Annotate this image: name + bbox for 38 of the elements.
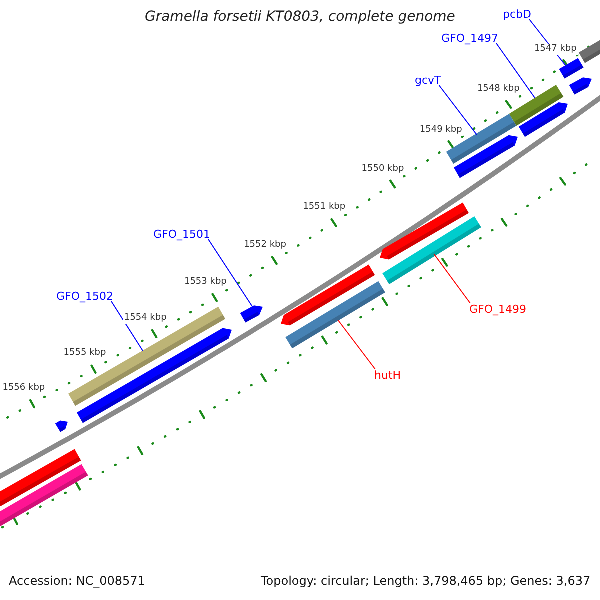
leader-line [434, 254, 471, 304]
gene-feature [281, 264, 376, 326]
gene-feature [286, 281, 386, 349]
gene-label: GFO_1501 [154, 228, 211, 240]
gene-label: gcvT [415, 74, 442, 86]
scale-label: 1553 kbp [183, 276, 228, 288]
gene-feature [569, 78, 592, 95]
leader-line [338, 320, 376, 370]
scale-label: 1555 kbp [62, 348, 108, 360]
footer-text: Topology: circular; Length: 3,798,465 bp; Genes: 3,637 [261, 575, 591, 587]
gene-label: GFO_1497 [442, 32, 499, 44]
scale-label: 1548 kbp [476, 84, 521, 96]
gene-feature [578, 40, 600, 64]
gene-feature [446, 114, 517, 164]
gene-label: pcbD [503, 8, 532, 20]
scale-label: 1552 kbp [243, 240, 288, 251]
gene-label: GFO_1502 [56, 290, 114, 302]
gene-feature [55, 420, 68, 432]
gene-feature [518, 102, 568, 138]
leader-line [438, 85, 478, 136]
gene-feature [380, 202, 469, 260]
gene-label: hutH [374, 370, 402, 380]
gene-feature [382, 216, 482, 284]
leader-line [496, 43, 536, 98]
scale-label: 1550 kbp [360, 164, 406, 175]
title: Gramella forsetii KT0803, complete genome [145, 10, 456, 24]
leader-line [111, 301, 144, 352]
scale-label: 1547 kbp [533, 44, 578, 55]
scale-label: 1556 kbp [2, 382, 46, 394]
scale-label: 1549 kbp [418, 124, 464, 136]
leader-line [208, 239, 254, 310]
footer-text: Accession: NC_008571 [9, 575, 146, 587]
gene-feature [559, 58, 584, 79]
gene-label: GFO_1499 [470, 304, 527, 314]
scale-label: 1554 kbp [123, 313, 168, 324]
gene-feature [240, 306, 263, 323]
gene-feature [454, 135, 518, 178]
scale-label: 1551 kbp [302, 202, 347, 214]
